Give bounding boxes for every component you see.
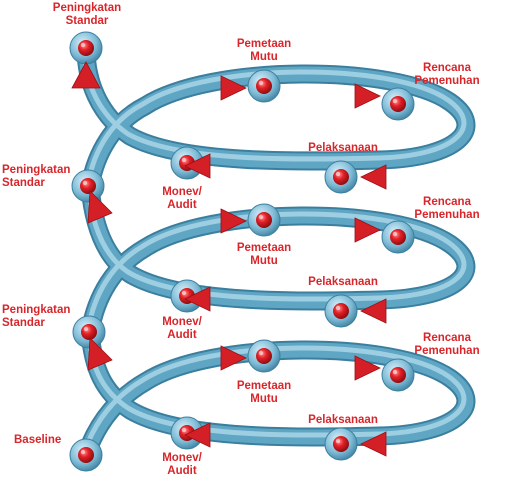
label-l2-pemetaan-mutu: Pemetaan Mutu [236, 242, 292, 267]
arrow-group [71, 61, 387, 457]
arrow-up-1-icon [87, 190, 113, 224]
label-l3-rencana-pemenuhan: Rencana Pemenuhan [414, 332, 480, 357]
arrow-left-2-icon [360, 164, 387, 190]
arrow-right-3-icon [220, 208, 247, 234]
arrow-left-3-icon [184, 286, 211, 312]
label-l2-monev-audit: Monev/ Audit [162, 316, 202, 341]
arrow-right-4-icon [354, 217, 381, 243]
node-l1-rencana-icon [381, 87, 415, 121]
spiral-tube-layer [78, 40, 474, 463]
arrow-left-4-icon [360, 298, 387, 324]
label-l1-monev-audit: Monev/ Audit [162, 186, 202, 211]
label-l1-pelaksanaan: Pelaksanaan [308, 142, 378, 154]
label-l1-pemetaan-mutu: Pemetaan Mutu [236, 38, 292, 63]
spiral-tube [76, 38, 476, 465]
arrow-right-2-icon [354, 83, 381, 109]
arrow-left-5-icon [184, 422, 211, 448]
node-l2-pelaksanaan-icon [324, 294, 358, 328]
arrow-right-1-icon [220, 75, 247, 101]
label-l2-rencana-pemenuhan: Rencana Pemenuhan [414, 196, 480, 221]
arrow-up-2-icon [87, 337, 113, 371]
arrow-up-top-icon [71, 61, 101, 89]
node-l3-pelaksanaan-icon [324, 427, 358, 461]
arrow-right-6-icon [354, 355, 381, 381]
label-l3-pelaksanaan: Pelaksanaan [308, 414, 378, 426]
node-l1-standar-icon [71, 169, 105, 203]
node-l3-rencana-icon [381, 358, 415, 392]
arrow-left-6-icon [360, 431, 387, 457]
label-l1-peningkatan-standar: Peningkatan Standar [2, 164, 71, 189]
node-l2-pemetaan-icon [247, 203, 281, 237]
label-l2-pelaksanaan: Pelaksanaan [308, 276, 378, 288]
node-group [69, 31, 415, 472]
label-baseline: Baseline [14, 434, 62, 446]
node-top-standar-icon [69, 31, 103, 65]
arrow-right-5-icon [220, 345, 247, 371]
label-top-peningkatan-standar: Peningkatan Standar [52, 2, 122, 27]
node-l2-standar-icon [72, 315, 106, 349]
node-l2-rencana-icon [381, 220, 415, 254]
label-l2-peningkatan-standar: Peningkatan Standar [2, 304, 71, 329]
arrow-left-1-icon [184, 153, 211, 179]
spiral-tube-layer [81, 43, 467, 456]
label-l1-rencana-pemenuhan: Rencana Pemenuhan [414, 62, 480, 87]
node-l3-pemetaan-icon [247, 339, 281, 373]
node-l1-pelaksanaan-icon [324, 160, 358, 194]
node-baseline-icon [69, 438, 103, 472]
label-l3-monev-audit: Monev/ Audit [162, 452, 202, 477]
node-l1-pemetaan-icon [247, 69, 281, 103]
label-l3-pemetaan-mutu: Pemetaan Mutu [236, 380, 292, 405]
